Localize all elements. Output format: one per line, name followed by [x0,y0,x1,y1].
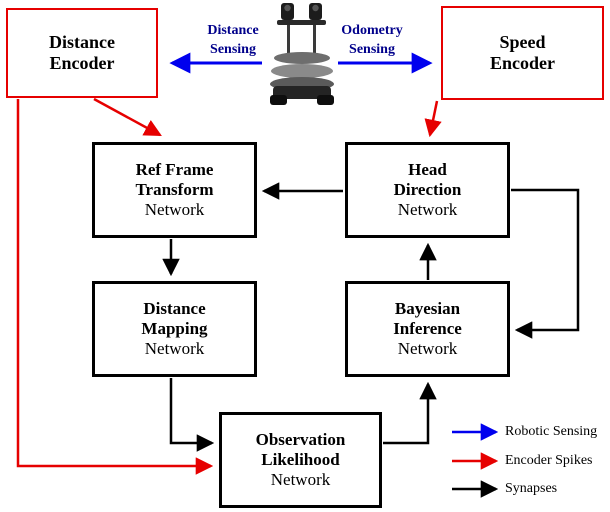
distance-sensing-label: Distance Sensing [207,23,259,57]
legend-label-synapses: Synapses [505,481,558,496]
bayesian-inference-network-box: Bayesian Inference Network [345,281,510,377]
distance-mapping-network-box: Distance Mapping Network [92,281,257,377]
distance-encoder-line1: Distance [49,31,115,52]
legend-label-robotic-sensing: Robotic Sensing [505,424,598,439]
arrow-distance-mapping-to-observation-likelihood [169,378,215,452]
arrow-distance-encoder-to-ref-frame [93,97,162,137]
speed-encoder-line1: Speed [499,31,546,52]
distance-encoder-box: Distance Encoder [6,8,158,98]
arrow-head-direction-to-bayesian-loop [511,188,580,339]
odometry-sensing-label: Odometry Sensing [341,23,403,57]
arrow-distance-encoder-to-observation-likelihood [16,99,214,475]
speed-encoder-line2: Encoder [490,53,555,73]
distance-encoder-line2: Encoder [49,53,115,73]
speed-encoder-box: Speed Encoder [441,6,604,100]
arrow-observation-likelihood-to-bayesian [383,381,437,445]
head-direction-network-box: Head Direction Network [345,142,510,238]
ref-frame-transform-network-box: Ref Frame Transform Network [92,142,257,238]
legend-label-encoder-spikes: Encoder Spikes [505,453,593,468]
observation-likelihood-network-box: Observation Likelihood Network [219,412,382,508]
arrow-speed-encoder-to-head-direction [424,100,442,138]
robot-image [270,3,334,105]
